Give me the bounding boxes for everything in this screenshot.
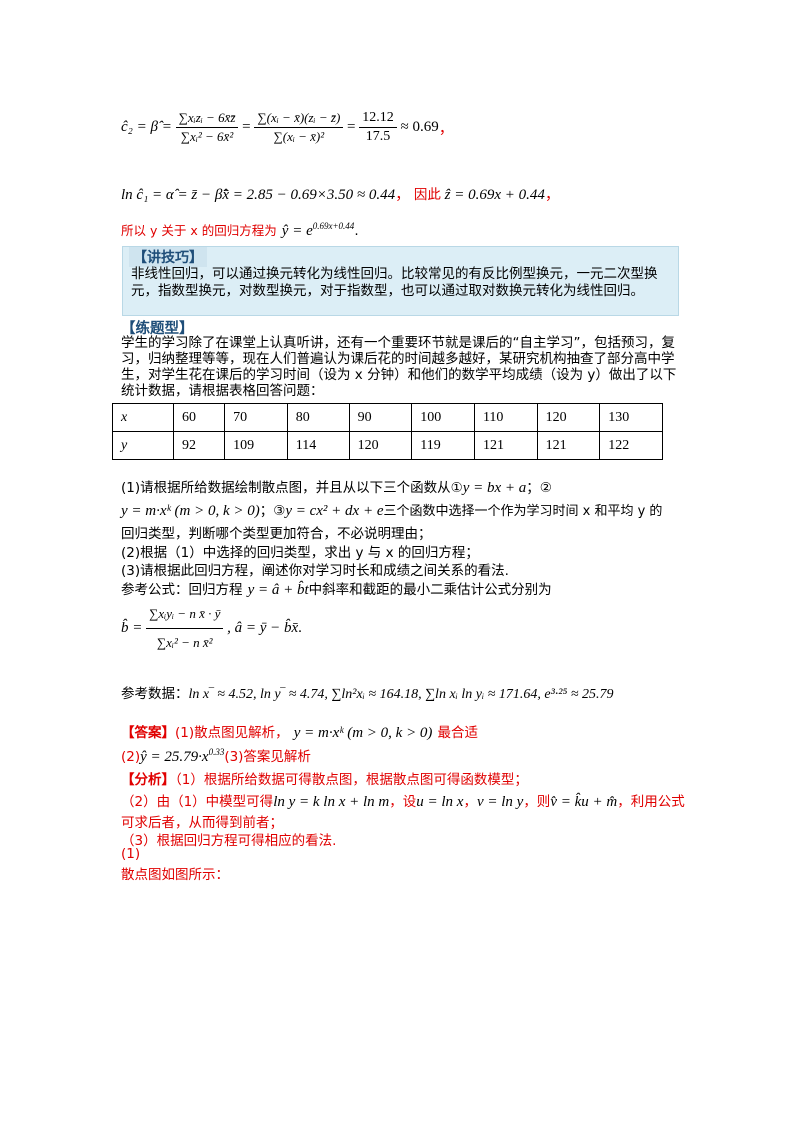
table-cell: 119 xyxy=(411,431,475,460)
answer-line-1: 【答案】(1)散点图见解析， y = m·xᵏ (m > 0, k > 0) 最… xyxy=(121,725,479,741)
fraction-value-numerator: 12.12 xyxy=(359,110,397,128)
function-2: y = m·xᵏ (m > 0, k > 0) xyxy=(121,503,260,519)
least-squares-formula: b̂ = ∑xᵢyᵢ − n x̄ · ȳ ∑xᵢ² − n x̄² , â =… xyxy=(121,606,302,651)
question-3: (3)请根据此回归方程，阐述你对学习时长和成绩之间关系的看法. xyxy=(121,563,509,579)
analysis-line-1: 【分析】（1）根据所给数据可得散点图，根据散点图可得函数模型； xyxy=(121,772,528,788)
analysis-line-3: （3）根据回归方程可得相应的看法. xyxy=(121,833,337,849)
equation-beta-hat: ĉ₂ = β̂ = ∑xᵢzᵢ − 6x̄z̄ ∑xᵢ² − 6x̄² = ∑(… xyxy=(121,110,454,145)
table-cell: 114 xyxy=(286,431,350,460)
analysis-label: 【分析】 xyxy=(121,772,175,788)
equation-lhs: ĉ₂ = β̂ = xyxy=(121,119,172,135)
fraction-2: ∑(xᵢ − x̄)(zᵢ − z̄) ∑(xᵢ − x̄)² xyxy=(254,110,344,145)
regression-equation-exponent: 0.69x+0.44 xyxy=(312,221,355,231)
function-3: y = cx² + dx + e xyxy=(285,503,384,519)
practice-intro: 学生的学习除了在课堂上认真听讲，还有一个重要环节就是课后的“自主学习”，包括预习… xyxy=(121,335,677,399)
question-2: (2)根据（1）中选择的回归类型，求出 y 与 x 的回归方程； xyxy=(121,545,479,561)
equation-alpha-comma: ， xyxy=(395,187,411,203)
equation-alpha-text: ln ĉ₁ = α̂ = z̄ − β̂x̄ = 2.85 − 0.69×3.5… xyxy=(121,187,396,203)
analysis-part-1: (1) xyxy=(121,846,141,862)
function-1: y = bx + a xyxy=(462,480,527,496)
equation-result: ≈ 0.69 xyxy=(400,119,439,135)
scatter-caption: 散点图如图所示： xyxy=(121,867,229,883)
question-1-line-3: 回归类型，判断哪个类型更加符合，不必说明理由； xyxy=(121,526,432,542)
question-1-line-1: (1)请根据所给数据绘制散点图，并且从以下三个函数从①y = bx + a；② xyxy=(121,480,552,496)
conclusion-end: ， xyxy=(544,187,560,203)
regression-equation-end: . xyxy=(354,223,359,239)
fraction-1-numerator: ∑xᵢzᵢ − 6x̄z̄ xyxy=(175,110,239,128)
table-cell: 110 xyxy=(473,403,538,432)
table-cell: 120 xyxy=(348,431,413,460)
table-cell: 109 xyxy=(224,431,288,460)
table-cell: 120 xyxy=(536,403,601,432)
equation-alpha-hat: ln ĉ₁ = α̂ = z̄ − β̂x̄ = 2.85 − 0.69×3.5… xyxy=(121,183,560,204)
conclusion-formula: ẑ = 0.69x + 0.44 xyxy=(444,187,545,203)
answer-1-formula: y = m·xᵏ (m > 0, k > 0) xyxy=(293,725,433,741)
question-1-line-2: y = m·xᵏ (m > 0, k > 0)；③y = cx² + dx + … xyxy=(121,503,663,519)
answer-line-2: (2)ŷ = 25.79·x0.33(3)答案见解析 xyxy=(121,747,311,765)
fraction-value: 12.12 17.5 xyxy=(359,110,397,145)
regression-equation-formula: ŷ = e0.69x+0.44 xyxy=(281,221,355,239)
tip-box: 【讲技巧】 非线性回归，可以通过换元转化为线性回归。比较常见的有反比例型换元，一… xyxy=(122,246,679,316)
tip-title: 【讲技巧】 xyxy=(129,247,207,267)
table-row-y: y 92 109 114 120 119 121 121 122 xyxy=(112,431,663,460)
table-cell: 60 xyxy=(172,403,226,432)
analysis-line-2: （2）由（1）中模型可得ln y = k ln x + ln m，设u = ln… xyxy=(121,794,685,810)
b-hat-fraction: ∑xᵢyᵢ − n x̄ · ȳ ∑xᵢ² − n x̄² xyxy=(146,606,224,651)
equation-comma: ， xyxy=(438,121,454,137)
table-cell: 130 xyxy=(599,403,663,432)
fraction-value-denominator: 17.5 xyxy=(365,129,391,144)
table-cell: 100 xyxy=(411,403,475,432)
table-row-label: x xyxy=(112,403,174,432)
table-row-label: y xyxy=(112,431,174,460)
b-hat-denominator: ∑xᵢ² − n x̄² xyxy=(156,635,213,650)
table-cell: 80 xyxy=(286,403,350,432)
a-hat-formula: , â = ȳ − b̂x̄ xyxy=(227,620,299,636)
conclusion-label: 因此 xyxy=(413,187,441,203)
table-cell: 90 xyxy=(348,403,413,432)
regression-equation-text: 所以 y 关于 x 的回归方程为 xyxy=(121,223,277,238)
analysis-line-2b: 可求后者，从而得到前者； xyxy=(121,815,283,831)
fraction-2-denominator: ∑(xᵢ − x̄)² xyxy=(273,129,325,144)
reference-data-line: 参考数据：ln x‾ ≈ 4.52, ln y‾ ≈ 4.74, ∑ln²xᵢ … xyxy=(121,686,614,702)
answer-2-formula: ŷ = 25.79·x0.33 xyxy=(140,747,225,765)
data-table: x 60 70 80 90 100 110 120 130 y 92 109 1… xyxy=(112,403,663,460)
fraction-2-numerator: ∑(xᵢ − x̄)(zᵢ − z̄) xyxy=(254,110,344,128)
regression-equation-line: 所以 y 关于 x 的回归方程为 ŷ = e0.69x+0.44. xyxy=(121,220,359,240)
answer-label: 【答案】 xyxy=(121,725,175,741)
practice-title: 【练题型】 xyxy=(121,321,194,337)
table-cell: 70 xyxy=(224,403,288,432)
table-row-x: x 60 70 80 90 100 110 120 130 xyxy=(112,403,663,432)
table-cell: 121 xyxy=(473,431,538,460)
table-cell: 121 xyxy=(536,431,601,460)
fraction-1-denominator: ∑xᵢ² − 6x̄² xyxy=(180,129,234,144)
table-cell: 92 xyxy=(172,431,226,460)
reference-data: ln x‾ ≈ 4.52, ln y‾ ≈ 4.74, ∑ln²xᵢ ≈ 164… xyxy=(188,687,614,702)
table-cell: 122 xyxy=(599,431,663,460)
tip-body: 非线性回归，可以通过换元转化为线性回归。比较常见的有反比例型换元，一元二次型换元… xyxy=(131,266,658,299)
reference-formula-line: 参考公式：回归方程 y = â + b̂t中斜率和截距的最小二乘估计公式分别为 xyxy=(121,582,552,598)
fraction-1: ∑xᵢzᵢ − 6x̄z̄ ∑xᵢ² − 6x̄² xyxy=(175,110,239,145)
b-hat-numerator: ∑xᵢyᵢ − n x̄ · ȳ xyxy=(146,606,224,629)
